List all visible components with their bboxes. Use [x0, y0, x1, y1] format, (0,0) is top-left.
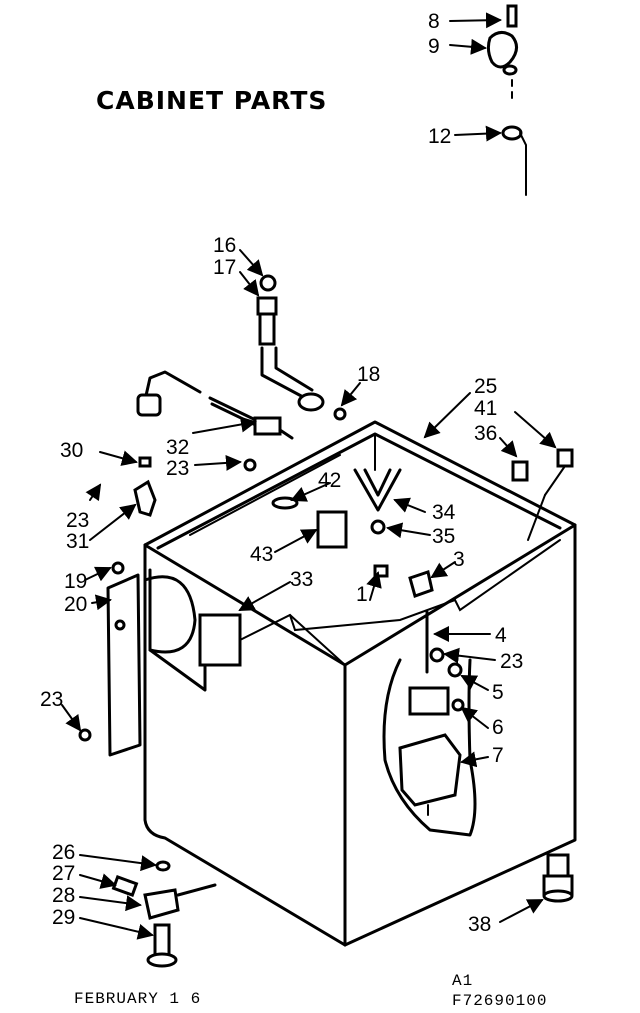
top-right-hardware: [486, 4, 527, 196]
part-label-5: 5: [492, 681, 504, 704]
part-label-35: 35: [432, 525, 456, 548]
part-label-36: 36: [474, 422, 498, 445]
part-label-19: 19: [64, 570, 88, 593]
part-label-4: 4: [495, 624, 507, 647]
part-label-17: 17: [213, 256, 237, 279]
footer-date: FEBRUARY 1 6: [74, 990, 202, 1008]
part-label-20: 20: [64, 593, 88, 616]
part-label-8: 8: [428, 10, 440, 33]
leader-arrows: [61, 12, 557, 940]
part-label-6: 6: [492, 716, 504, 739]
part-label-26: 26: [52, 841, 76, 864]
part-label-23: 23: [40, 688, 64, 711]
part-label-27: 27: [52, 862, 76, 885]
part-label-1: 1: [356, 583, 368, 606]
hose-assembly: [256, 274, 347, 421]
left-panel: [78, 561, 242, 757]
page-title: CABINET PARTS: [96, 86, 328, 115]
part-label-23: 23: [500, 650, 524, 673]
footer-part-number: F72690100: [452, 992, 548, 1010]
part-label-12: 12: [428, 125, 452, 148]
part-label-7: 7: [492, 744, 504, 767]
part-label-42: 42: [318, 469, 342, 492]
part-label-29: 29: [52, 906, 76, 929]
part-label-25: 25: [474, 375, 498, 398]
part-label-41: 41: [474, 397, 498, 420]
part-label-23: 23: [166, 457, 190, 480]
part-label-31: 31: [66, 530, 90, 553]
rod-and-clamp: [133, 370, 294, 517]
center-parts: [271, 468, 434, 598]
part-label-16: 16: [213, 234, 237, 257]
part-label-43: 43: [250, 543, 274, 566]
part-label-30: 30: [60, 439, 84, 462]
part-label-9: 9: [428, 35, 440, 58]
part-label-23: 23: [66, 509, 90, 532]
part-label-3: 3: [453, 548, 465, 571]
part-label-38: 38: [468, 913, 492, 936]
switch-assembly: [398, 610, 465, 816]
part-label-28: 28: [52, 884, 76, 907]
right-hardware: [511, 448, 574, 541]
part-label-33: 33: [290, 568, 314, 591]
part-label-34: 34: [432, 501, 456, 524]
part-label-18: 18: [357, 363, 381, 386]
cabinet-body: [143, 420, 577, 947]
part-label-32: 32: [166, 436, 190, 459]
footer-sheet: A1: [452, 972, 474, 990]
